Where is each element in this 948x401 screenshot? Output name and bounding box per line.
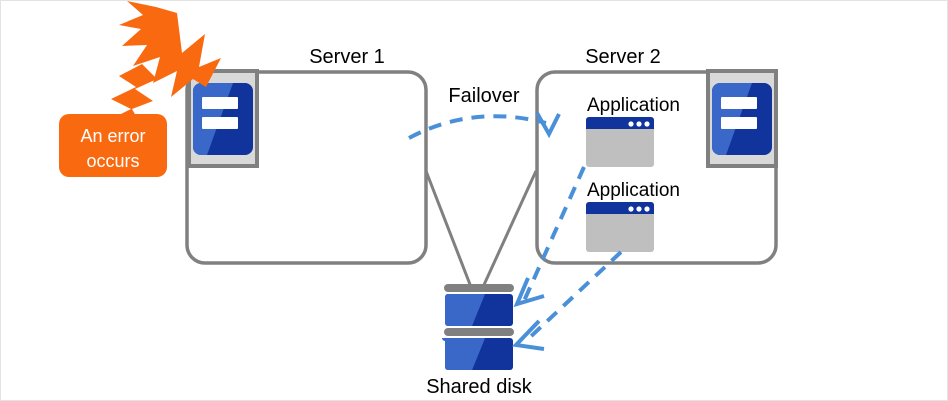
server-1-label: Server 1 (309, 46, 385, 68)
application-1-label: Application (587, 95, 680, 116)
server-2-machine-icon (706, 69, 778, 168)
application-2-window-icon (586, 202, 654, 252)
failover-arrow (408, 112, 561, 140)
server-2-label: Server 2 (585, 46, 661, 68)
error-callout: An error occurs (59, 114, 167, 177)
connector-server1-to-disk (424, 170, 473, 288)
application-2-label: Application (587, 180, 680, 201)
app1-to-disk-arrow (513, 166, 586, 308)
connector-server2-to-disk (481, 170, 538, 288)
lightning-burst-icon (107, 1, 221, 123)
shared-disk-label: Shared disk (426, 376, 533, 398)
error-callout-line1: An error (80, 126, 145, 146)
application-1-window-icon (586, 117, 654, 167)
error-callout-line2: occurs (86, 151, 139, 171)
failover-label: Failover (448, 85, 519, 107)
server-1-machine-icon (187, 69, 259, 168)
app2-to-disk-arrow (511, 250, 623, 351)
shared-disk-icon (442, 284, 514, 370)
